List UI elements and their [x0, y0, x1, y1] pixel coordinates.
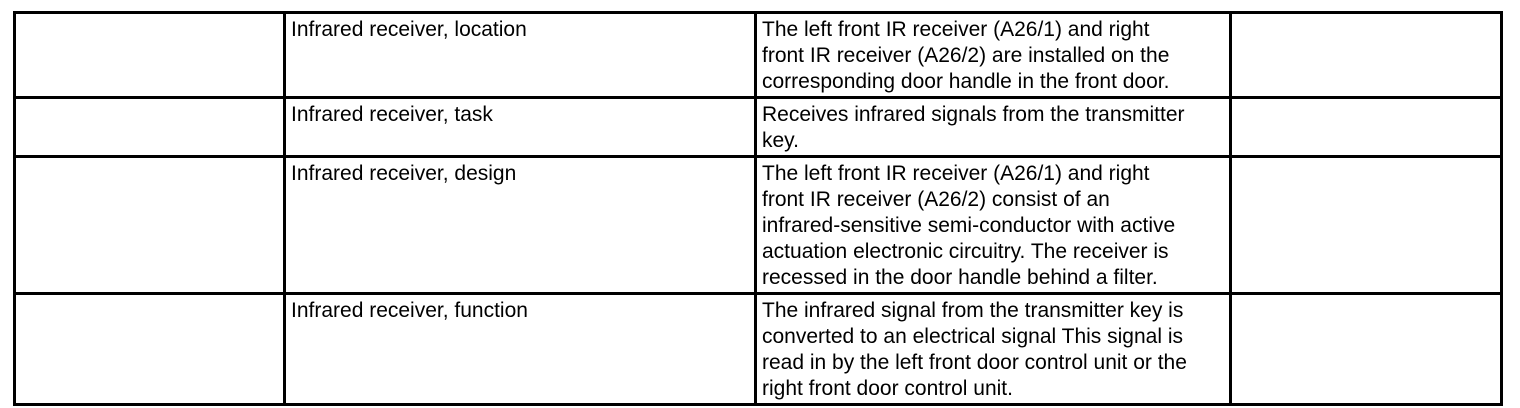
- topic-cell: Infrared receiver, function: [283, 292, 757, 406]
- empty-left-cell: [13, 11, 286, 99]
- empty-right-cell: [1229, 11, 1503, 99]
- empty-right-cell: [1229, 96, 1503, 158]
- empty-left-cell: [13, 96, 286, 158]
- description-cell: The left front IR receiver (A26/1) and r…: [754, 155, 1232, 295]
- table-row: Infrared receiver, design The left front…: [13, 155, 1503, 295]
- table-row: Infrared receiver, task Receives infrare…: [13, 96, 1503, 158]
- description-cell: The left front IR receiver (A26/1) and r…: [754, 11, 1232, 99]
- topic-cell: Infrared receiver, location: [283, 11, 757, 99]
- topic-cell: Infrared receiver, design: [283, 155, 757, 295]
- description-cell: The infrared signal from the transmitter…: [754, 292, 1232, 406]
- description-cell: Receives infrared signals from the trans…: [754, 96, 1232, 158]
- empty-left-cell: [13, 155, 286, 295]
- table-row: Infrared receiver, function The infrared…: [13, 292, 1503, 406]
- topic-cell: Infrared receiver, task: [283, 96, 757, 158]
- parts-spec-table: Infrared receiver, location The left fro…: [13, 11, 1503, 406]
- empty-right-cell: [1229, 292, 1503, 406]
- empty-right-cell: [1229, 155, 1503, 295]
- empty-left-cell: [13, 292, 286, 406]
- table-row: Infrared receiver, location The left fro…: [13, 11, 1503, 99]
